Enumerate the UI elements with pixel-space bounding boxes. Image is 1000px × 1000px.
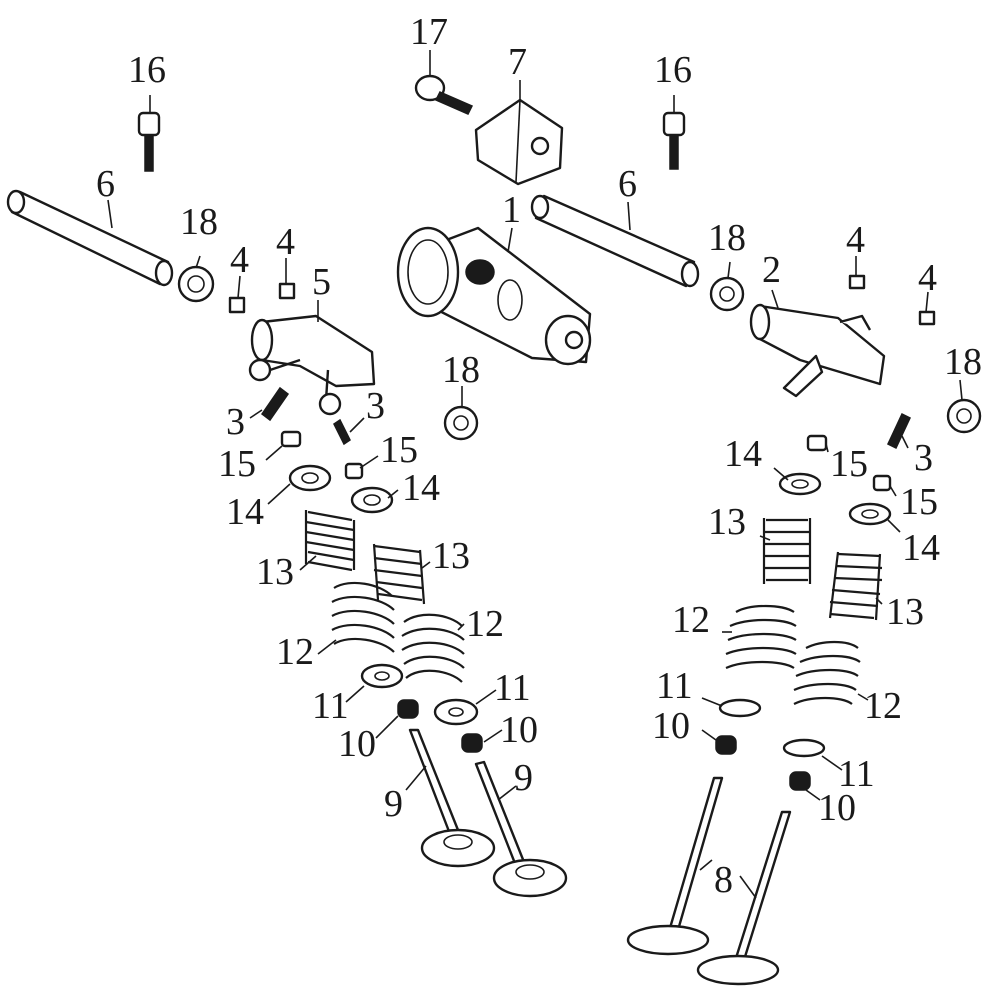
callout-15-c: 15 (830, 443, 868, 485)
callout-10-a: 10 (338, 723, 376, 765)
callout-4-a: 4 (230, 239, 249, 281)
callout-4-d: 4 (918, 257, 937, 299)
callout-11-c: 11 (656, 665, 693, 707)
inner-spring-13-d (828, 551, 883, 621)
callout-8: 8 (714, 859, 733, 901)
callout-labels: 16 17 7 16 6 18 1 6 18 4 4 5 4 2 4 18 18… (96, 11, 982, 901)
spring-seat-11-a (360, 663, 404, 689)
adjust-screw-3-c (887, 412, 911, 450)
callout-7: 7 (508, 41, 527, 83)
callout-16-left: 16 (128, 49, 166, 91)
callout-15-d: 15 (900, 481, 938, 523)
nut-4-c (848, 274, 866, 290)
valve-8-b (696, 810, 792, 986)
callout-16-right: 16 (654, 49, 692, 91)
rocker-shaft-6-left (6, 189, 174, 287)
callout-10-b: 10 (500, 709, 538, 751)
valve-9-b (474, 760, 568, 898)
callout-10-d: 10 (818, 787, 856, 829)
callout-4-c: 4 (846, 219, 865, 261)
callout-1: 1 (502, 189, 521, 231)
callout-15-a: 15 (218, 443, 256, 485)
callout-3-c: 3 (914, 437, 933, 479)
callout-14-c: 14 (724, 433, 762, 475)
rocker-arm-5 (248, 300, 376, 416)
callout-18-d: 18 (944, 341, 982, 383)
outer-spring-12-b (401, 613, 465, 683)
callout-14-d: 14 (902, 527, 940, 569)
callout-10-c: 10 (652, 705, 690, 747)
washer-18-c (443, 405, 479, 441)
callout-2: 2 (762, 249, 781, 291)
callout-14-b: 14 (402, 467, 440, 509)
callout-18-c: 18 (442, 349, 480, 391)
valve-8-a (626, 776, 724, 956)
callout-13-b: 13 (432, 535, 470, 577)
retainer-14-d (848, 502, 892, 526)
callout-6-left: 6 (96, 163, 115, 205)
stem-seal-10-d (789, 771, 811, 791)
retainer-14-b (350, 486, 394, 514)
outer-spring-12-a (331, 581, 395, 653)
nut-4-a (228, 296, 246, 314)
rocker-arm-2 (749, 289, 886, 398)
valve-9-a (408, 728, 496, 868)
inner-spring-13-b (372, 543, 426, 605)
callout-18-a: 18 (180, 201, 218, 243)
retainer-14-a (288, 464, 332, 492)
leader-lines (195, 255, 963, 899)
stem-seal-10-c (715, 735, 737, 755)
rocker-shaft-6-right (530, 194, 700, 288)
callout-6-right: 6 (618, 163, 637, 205)
callout-13-a: 13 (256, 551, 294, 593)
callout-11-b: 11 (494, 667, 531, 709)
washer-18-d (946, 398, 982, 434)
callout-4-b: 4 (276, 221, 295, 263)
inner-spring-13-c (762, 518, 812, 584)
stem-seal-10-a (397, 699, 419, 719)
camshaft-1 (396, 226, 592, 366)
retainer-14-c (778, 472, 822, 496)
bracket-7 (474, 80, 564, 186)
outer-spring-12-d (793, 640, 861, 705)
keeper-15-c (806, 434, 828, 452)
nut-4-b (278, 282, 296, 300)
spring-seat-11-c (718, 698, 762, 718)
bolt-16-right (662, 95, 686, 170)
callout-3-b: 3 (366, 385, 385, 427)
inner-spring-13-a (304, 510, 356, 572)
callout-9-a: 9 (384, 783, 403, 825)
callout-12-d: 12 (864, 685, 902, 727)
callout-12-b: 12 (466, 603, 504, 645)
callout-12-c: 12 (672, 599, 710, 641)
keeper-15-a (280, 430, 302, 448)
outer-spring-12-c (725, 604, 797, 670)
callout-13-c: 13 (708, 501, 746, 543)
stem-seal-10-b (461, 733, 483, 753)
spring-seat-11-b (433, 698, 479, 726)
adjust-screw-3-a (260, 386, 290, 422)
bolt-17 (414, 50, 474, 115)
callout-18-b: 18 (708, 217, 746, 259)
callout-3-a: 3 (226, 401, 245, 443)
callout-14-a: 14 (226, 491, 264, 533)
callout-9-b: 9 (514, 757, 533, 799)
spring-seat-11-d (782, 738, 826, 758)
washer-18-b (709, 276, 745, 312)
nut-4-d (918, 310, 936, 326)
callout-17: 17 (410, 11, 448, 53)
callout-5: 5 (312, 261, 331, 303)
adjust-screw-3-b (333, 418, 351, 446)
callout-15-b: 15 (380, 429, 418, 471)
callout-13-d: 13 (886, 591, 924, 633)
keeper-15-d (872, 474, 892, 492)
callout-11-d: 11 (838, 753, 875, 795)
callout-12-a: 12 (276, 631, 314, 673)
bolt-16-left (137, 95, 161, 172)
keeper-15-b (344, 462, 364, 480)
callout-11-a: 11 (312, 685, 349, 727)
washer-18-a (177, 265, 215, 303)
